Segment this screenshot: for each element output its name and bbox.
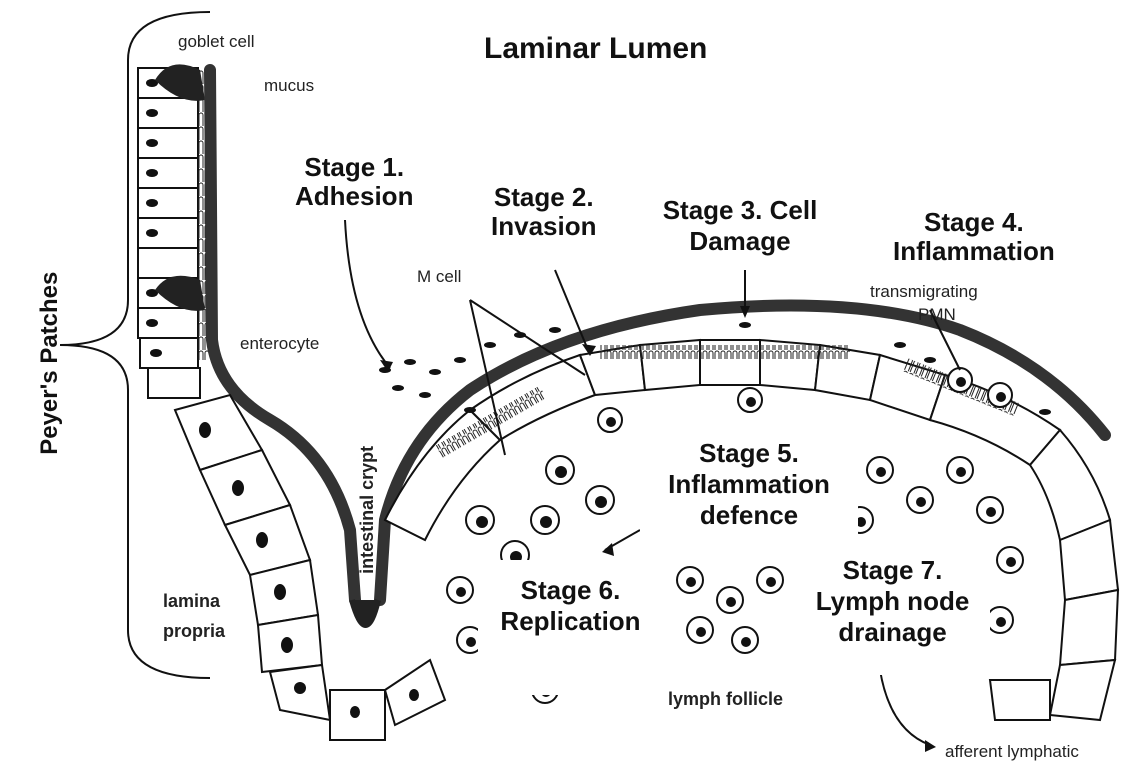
stage-2-label: Stage 2.Invasion bbox=[491, 183, 596, 240]
page-title: Laminar Lumen bbox=[484, 32, 707, 65]
goblet-cell-label: goblet cell bbox=[178, 33, 255, 52]
lamina-propria-label-2: propria bbox=[163, 622, 225, 642]
stage-6-label: Stage 6.Replication bbox=[478, 560, 663, 695]
mucus-label: mucus bbox=[264, 77, 314, 96]
intestinal-crypt-label: intestinal crypt bbox=[358, 430, 378, 590]
stage-4-label: Stage 4.Inflammation bbox=[893, 208, 1055, 265]
peyers-patches-label: Peyer's Patches bbox=[37, 243, 63, 483]
lamina-propria-label-1: lamina bbox=[163, 592, 220, 612]
lymph-follicle-label: lymph follicle bbox=[668, 690, 783, 710]
afferent-lymphatic-label: afferent lymphatic bbox=[945, 743, 1079, 762]
transmigrating-label-2: PMN bbox=[918, 306, 956, 325]
stage-1-label: Stage 1.Adhesion bbox=[295, 153, 413, 210]
transmigrating-label-1: transmigrating bbox=[870, 283, 978, 302]
crypt-lumen bbox=[352, 600, 378, 625]
m-cell-label: M cell bbox=[417, 268, 461, 287]
enterocyte-label: enterocyte bbox=[240, 335, 319, 354]
